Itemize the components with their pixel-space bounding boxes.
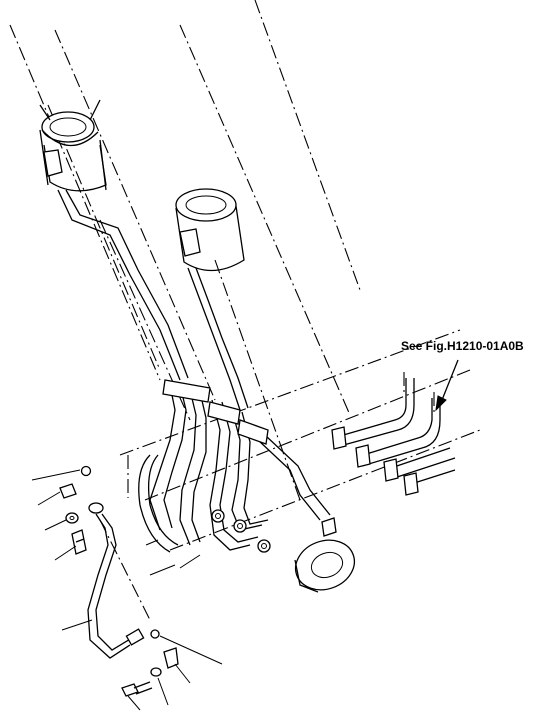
pipes-right <box>331 372 456 496</box>
elbow-fitting-icon <box>59 483 77 499</box>
centerlines <box>9 0 481 621</box>
o-ring-top-icon <box>80 465 92 477</box>
cylinder-left <box>39 99 189 381</box>
exploded-parts <box>31 465 223 711</box>
bottom-bolt-head-icon <box>121 683 139 697</box>
hose-fitting-top-icon <box>88 502 104 514</box>
o-ring-bottom-icon <box>150 629 160 639</box>
hose-bundle <box>138 379 331 553</box>
washer-icon <box>65 512 79 524</box>
cylinder-right <box>175 188 249 411</box>
bottom-clamp-icon <box>163 647 179 669</box>
swivel-joint <box>294 517 356 593</box>
reference-arrow <box>435 359 459 412</box>
see-figure-reference: See Fig.H1210-01A0B <box>401 339 524 353</box>
bottom-washer-icon <box>150 667 162 677</box>
bolt-icon <box>71 529 87 555</box>
hose-fitting-bottom-icon <box>125 628 145 646</box>
